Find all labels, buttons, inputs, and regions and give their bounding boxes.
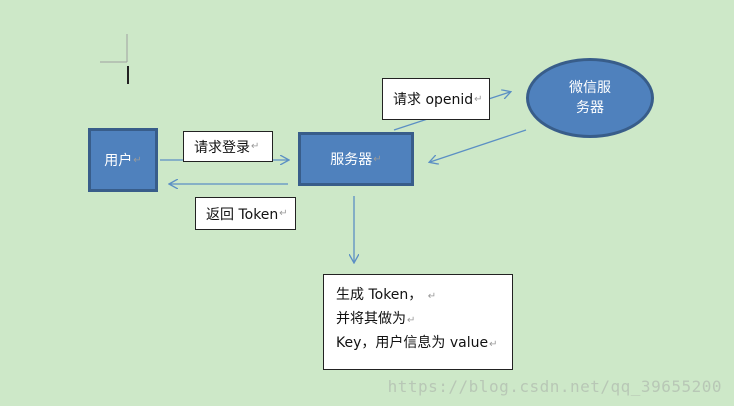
return-token-label: 返回 Token	[206, 206, 279, 223]
openid-request-label: 请求 openid	[393, 92, 474, 108]
note-line-2: 并将其做为↵	[336, 311, 416, 327]
return-token-label-box: 返回 Token↵	[195, 197, 296, 230]
note-line-3: Key，用户信息为 value↵	[336, 335, 498, 351]
return-mark-icon: ↵	[279, 208, 288, 219]
return-mark-icon: ↵	[251, 141, 260, 152]
wechat-node-line2: 务器	[576, 100, 604, 116]
token-note-box: 生成 Token， ↵ 并将其做为↵ Key，用户信息为 value↵	[323, 274, 513, 370]
return-mark-icon: ↵	[474, 93, 483, 105]
login-request-label: 请求登录	[194, 139, 250, 156]
arrow-wechat-to-server	[430, 129, 527, 162]
wechat-server-node: 微信服 务器	[526, 58, 654, 138]
note-line-1: 生成 Token， ↵	[336, 287, 437, 303]
wechat-node-line1: 微信服	[569, 80, 611, 96]
server-node: 服务器↵	[298, 132, 414, 186]
user-node: 用户↵	[88, 128, 158, 192]
return-mark-icon: ↵	[373, 153, 382, 165]
watermark: https://blog.csdn.net/qq_39655200	[387, 377, 722, 396]
openid-request-label-box: 请求 openid↵	[382, 78, 490, 120]
return-mark-icon: ↵	[133, 154, 142, 166]
server-node-label: 服务器	[330, 152, 373, 168]
login-request-label-box: 请求登录↵	[183, 131, 273, 162]
text-cursor-mark	[100, 34, 129, 84]
user-node-label: 用户	[104, 153, 133, 169]
